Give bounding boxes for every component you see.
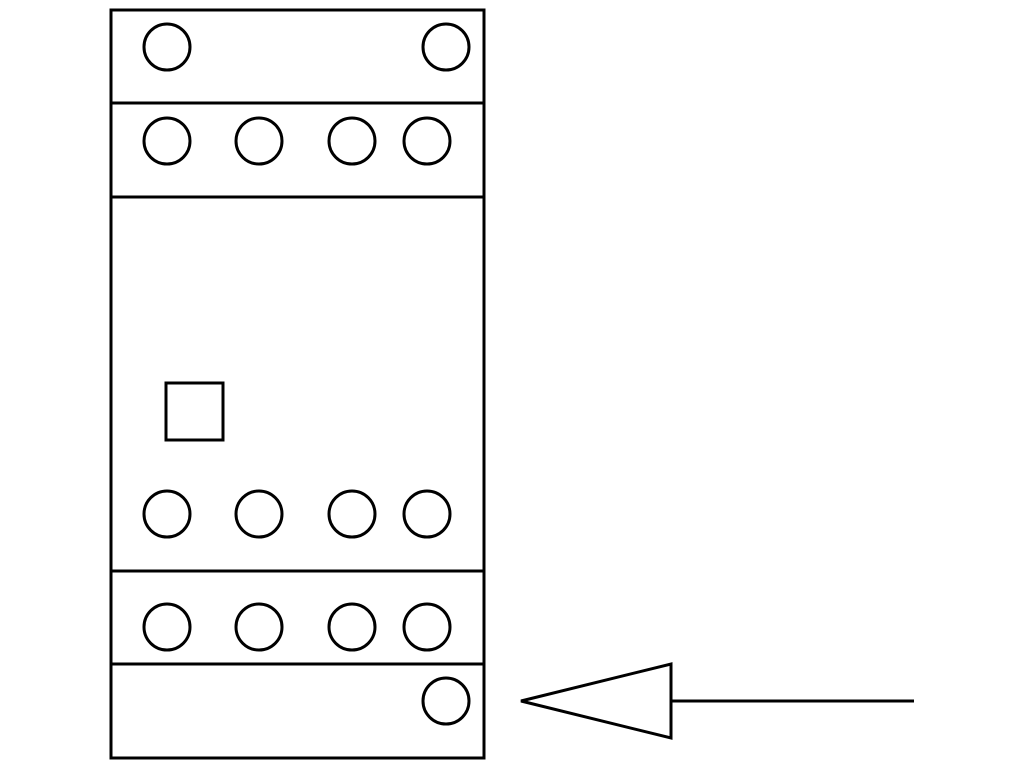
terminal-circle xyxy=(421,22,471,72)
terminal-circle xyxy=(402,489,452,539)
terminal-circle xyxy=(142,489,192,539)
terminal-circle xyxy=(142,22,192,72)
terminal-circle xyxy=(327,602,377,652)
terminal-circle xyxy=(327,116,377,166)
lower-terminal-row xyxy=(142,602,452,652)
top-terminal-band xyxy=(142,22,471,72)
terminal-group xyxy=(142,22,471,726)
terminal-circle xyxy=(402,116,452,166)
module-housing xyxy=(109,8,486,760)
bottom-terminal-band xyxy=(421,676,471,726)
main-body-terminal-row xyxy=(142,489,452,539)
terminal-circle xyxy=(234,489,284,539)
terminal-circle xyxy=(142,602,192,652)
terminal-circle xyxy=(421,676,471,726)
terminal-circle xyxy=(234,602,284,652)
upper-terminal-row xyxy=(142,116,452,166)
square-indicator xyxy=(164,381,225,442)
module-outline xyxy=(109,8,486,760)
arrow-head xyxy=(520,662,673,740)
terminal-circle xyxy=(234,116,284,166)
terminal-circle xyxy=(142,116,192,166)
terminal-circle xyxy=(402,602,452,652)
terminal-circle xyxy=(327,489,377,539)
left-arrow-icon xyxy=(520,662,914,740)
